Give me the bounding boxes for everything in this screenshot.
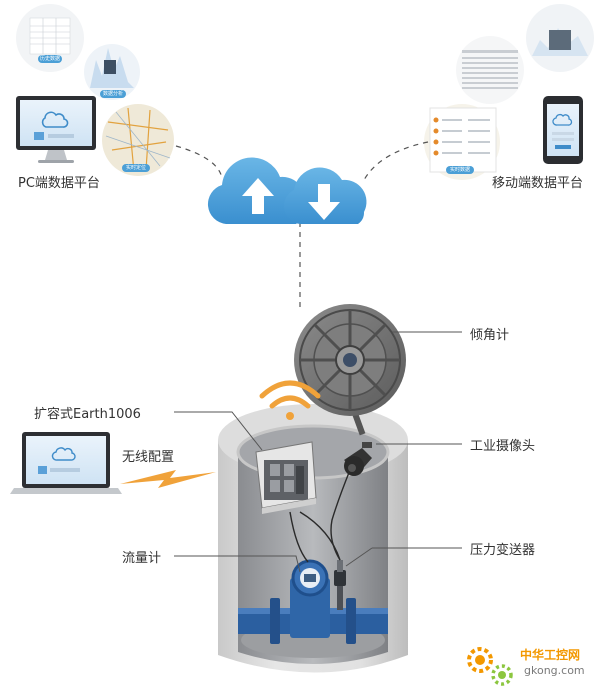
mobile-table-bubble xyxy=(456,36,524,104)
realtime-location-bubble xyxy=(102,104,174,176)
camera-label: 工业摄像头 xyxy=(470,439,536,454)
mobile-phone xyxy=(543,96,583,164)
upload-arrow-icon xyxy=(242,178,274,214)
manhole-lid xyxy=(294,304,406,436)
flow-meter-device xyxy=(290,559,330,638)
mobile-platform-label: 移动端数据平台 xyxy=(492,176,584,191)
history-bubble-caption: 历史数据 xyxy=(39,56,60,62)
realtime-data-bubble xyxy=(424,104,500,180)
device-label: 扩容式Earth1006 xyxy=(34,407,141,422)
analysis-bubble-caption: 数据分析 xyxy=(102,91,123,97)
industrial-camera-device xyxy=(344,442,372,476)
earth1006-device xyxy=(255,441,317,514)
download-arrow-icon xyxy=(308,184,340,220)
dashed-links xyxy=(175,141,429,310)
location-bubble-caption: 实时定位 xyxy=(125,165,146,171)
flow-meter-label: 流量计 xyxy=(122,551,162,566)
wireless-config-label: 无线配置 xyxy=(122,450,175,465)
realtime-bubble-caption: 实时数据 xyxy=(449,167,470,173)
watermark-cn: 中华工控网 xyxy=(520,648,581,662)
mobile-chart-bubble xyxy=(526,4,594,72)
pc-monitor xyxy=(16,96,96,163)
pc-platform-label: PC端数据平台 xyxy=(18,176,100,191)
tilt-meter-label: 倾角计 xyxy=(470,328,510,343)
watermark-url: gkong.com xyxy=(524,664,585,677)
watermark-logo xyxy=(467,647,513,686)
label-leaders xyxy=(174,331,462,573)
wifi-signal-icon xyxy=(259,380,321,420)
data-analysis-bubble xyxy=(84,44,140,100)
history-data-bubble xyxy=(16,4,84,72)
pressure-transmitter-device xyxy=(334,560,346,610)
signal-cables xyxy=(289,469,351,563)
config-laptop xyxy=(10,432,122,494)
pressure-transmitter-label: 压力变送器 xyxy=(470,543,536,558)
wireless-bolt-icon xyxy=(120,470,216,488)
